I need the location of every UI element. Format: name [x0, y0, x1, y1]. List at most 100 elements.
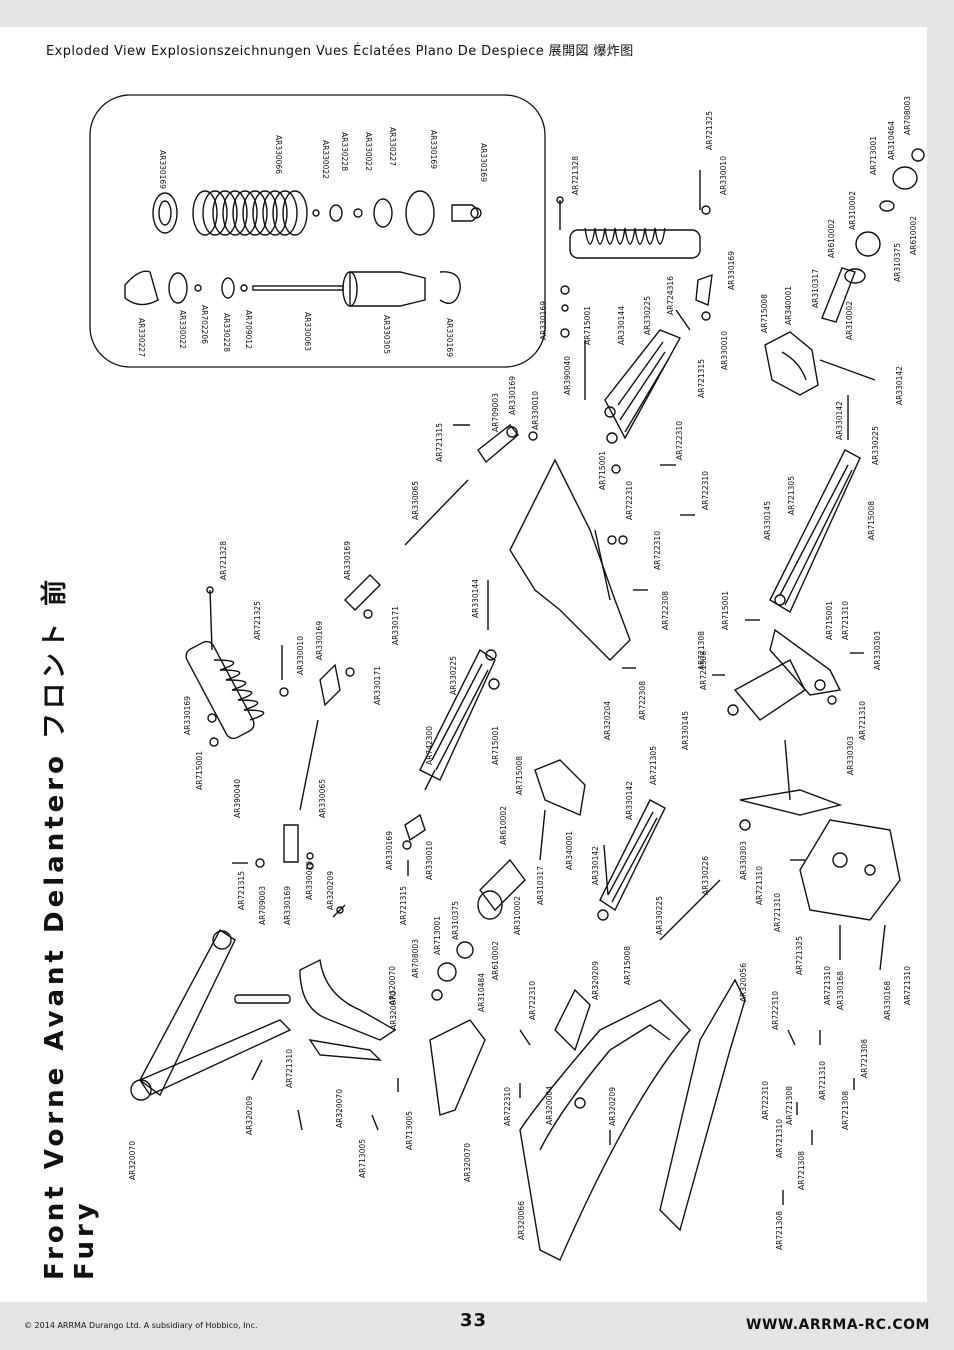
part-label: AR310002 — [848, 191, 857, 230]
part-label: AR721310 — [773, 893, 782, 932]
part-label: AR722308 — [638, 681, 647, 720]
part-label: AR320070 — [389, 991, 398, 1030]
exploded-view-diagram: AR330169 AR330066 AR330022 AR330228 AR33… — [89, 94, 925, 1261]
part-label: AR713001 — [433, 916, 442, 955]
lower-left-arm — [597, 799, 721, 941]
part-label: AR721315 — [435, 423, 444, 462]
inset-part-label: AR330227 — [137, 318, 146, 357]
part-label: AR330225 — [871, 426, 880, 465]
part-label: AR330303 — [846, 736, 855, 775]
inset-part-label: AR330066 — [274, 135, 283, 174]
part-label: AR330010 — [531, 391, 540, 430]
part-label: AR330171 — [373, 666, 382, 705]
part-label: AR330065 — [318, 779, 327, 818]
top-border — [0, 0, 954, 27]
part-label: AR722310 — [503, 1087, 512, 1126]
inset-part-label: AR330169 — [429, 130, 438, 169]
part-label: AR310002 — [845, 301, 854, 340]
part-label: AR320209 — [591, 961, 600, 1000]
part-label: AR721308 — [797, 1151, 806, 1190]
left-wing-brace — [130, 928, 292, 1101]
part-label: AR330169 — [283, 886, 292, 925]
part-label: AR715008 — [867, 501, 876, 540]
inset-part-label: AR702206 — [200, 305, 209, 344]
part-label: AR320204 — [603, 701, 612, 740]
part-label: AR721328 — [219, 541, 228, 580]
inset-part-label: AR330022 — [178, 310, 187, 349]
upper-right-arm — [604, 273, 713, 444]
part-label: AR330065 — [411, 481, 420, 520]
part-label: AR721305 — [649, 746, 658, 785]
part-label: AR330169 — [539, 301, 548, 340]
part-label: AR721325 — [253, 601, 262, 640]
inset-part-label: AR330228 — [222, 313, 231, 352]
part-label: AR721308 — [860, 1039, 869, 1078]
part-label: AR330225 — [643, 296, 652, 335]
section-title-line2: Fury — [70, 1199, 100, 1280]
part-label: AR310317 — [811, 269, 820, 308]
part-label: AR722310 — [625, 481, 634, 520]
inset-part-label: AR330169 — [158, 150, 167, 189]
part-label: AR320070 — [388, 966, 397, 1005]
part-label: AR709003 — [491, 393, 500, 432]
part-label: AR330145 — [681, 711, 690, 750]
part-label: AR320070 — [463, 1143, 472, 1182]
lower-right-arm — [769, 395, 861, 614]
inset-shock-parts — [124, 190, 482, 307]
part-label: AR320209 — [245, 1096, 254, 1135]
lower-control-arms — [727, 628, 843, 831]
shock-detail-inset — [89, 94, 546, 368]
part-label: AR709003 — [258, 886, 267, 925]
steering-links — [319, 424, 538, 707]
part-label: AR721310 — [755, 866, 764, 905]
part-label: AR330169 — [183, 696, 192, 735]
part-label: AR330142 — [625, 781, 634, 820]
part-label: AR721328 — [571, 156, 580, 195]
left-bumper-mount — [299, 958, 486, 1116]
middle-arm — [419, 580, 500, 791]
part-label: AR330168 — [883, 981, 892, 1020]
part-label: AR310464 — [887, 121, 896, 160]
part-label: AR330144 — [617, 306, 626, 345]
part-label: AR721308 — [841, 1091, 850, 1130]
bottom-border — [0, 1302, 954, 1350]
page-number: 33 — [460, 1310, 488, 1331]
right-bulkhead — [799, 819, 901, 971]
part-label: AR330226 — [701, 856, 710, 895]
part-label: AR724316 — [666, 276, 675, 315]
part-label: AR320070 — [335, 1089, 344, 1128]
part-label: AR721315 — [399, 886, 408, 925]
part-label: AR330142 — [591, 846, 600, 885]
inset-part-label: AR330169 — [445, 318, 454, 357]
part-label: AR330303 — [873, 631, 882, 670]
part-label: AR722310 — [771, 991, 780, 1030]
part-label: AR708003 — [903, 96, 912, 135]
part-label: AR713005 — [358, 1139, 367, 1178]
part-label: AR320066 — [517, 1201, 526, 1240]
inset-part-label: AR330022 — [364, 132, 373, 171]
upper-shock-assembly — [556, 170, 711, 400]
part-number-labels: AR330169 AR330066 AR330022 AR330228 AR33… — [128, 96, 918, 1250]
middle-left-steering — [431, 759, 586, 1001]
front-bumper — [519, 978, 746, 1261]
part-label: AR721310 — [903, 966, 912, 1005]
section-title: Front Vorne Avant Delantero フロント 前 Fury — [40, 576, 100, 1280]
part-label: AR722310 — [675, 421, 684, 460]
part-label: AR715001 — [195, 751, 204, 790]
part-label: AR330010 — [296, 636, 305, 675]
bulkhead-plate — [509, 458, 631, 661]
part-label: AR330169 — [315, 621, 324, 660]
inset-part-label: AR330227 — [388, 127, 397, 166]
part-label: AR721310 — [823, 966, 832, 1005]
small-hardware — [232, 464, 864, 1205]
inset-part-label: AR709012 — [244, 310, 253, 349]
part-label: AR320070 — [128, 1141, 137, 1180]
part-label: AR340001 — [784, 286, 793, 325]
part-label: AR610002 — [499, 806, 508, 845]
part-label: AR390040 — [233, 779, 242, 818]
footer-website: WWW.ARRMA-RC.COM — [746, 1317, 930, 1333]
part-label: AR721308 — [775, 1211, 784, 1250]
part-label: AR330169 — [343, 541, 352, 580]
part-label: AR310317 — [536, 866, 545, 905]
right-border — [927, 0, 954, 1350]
